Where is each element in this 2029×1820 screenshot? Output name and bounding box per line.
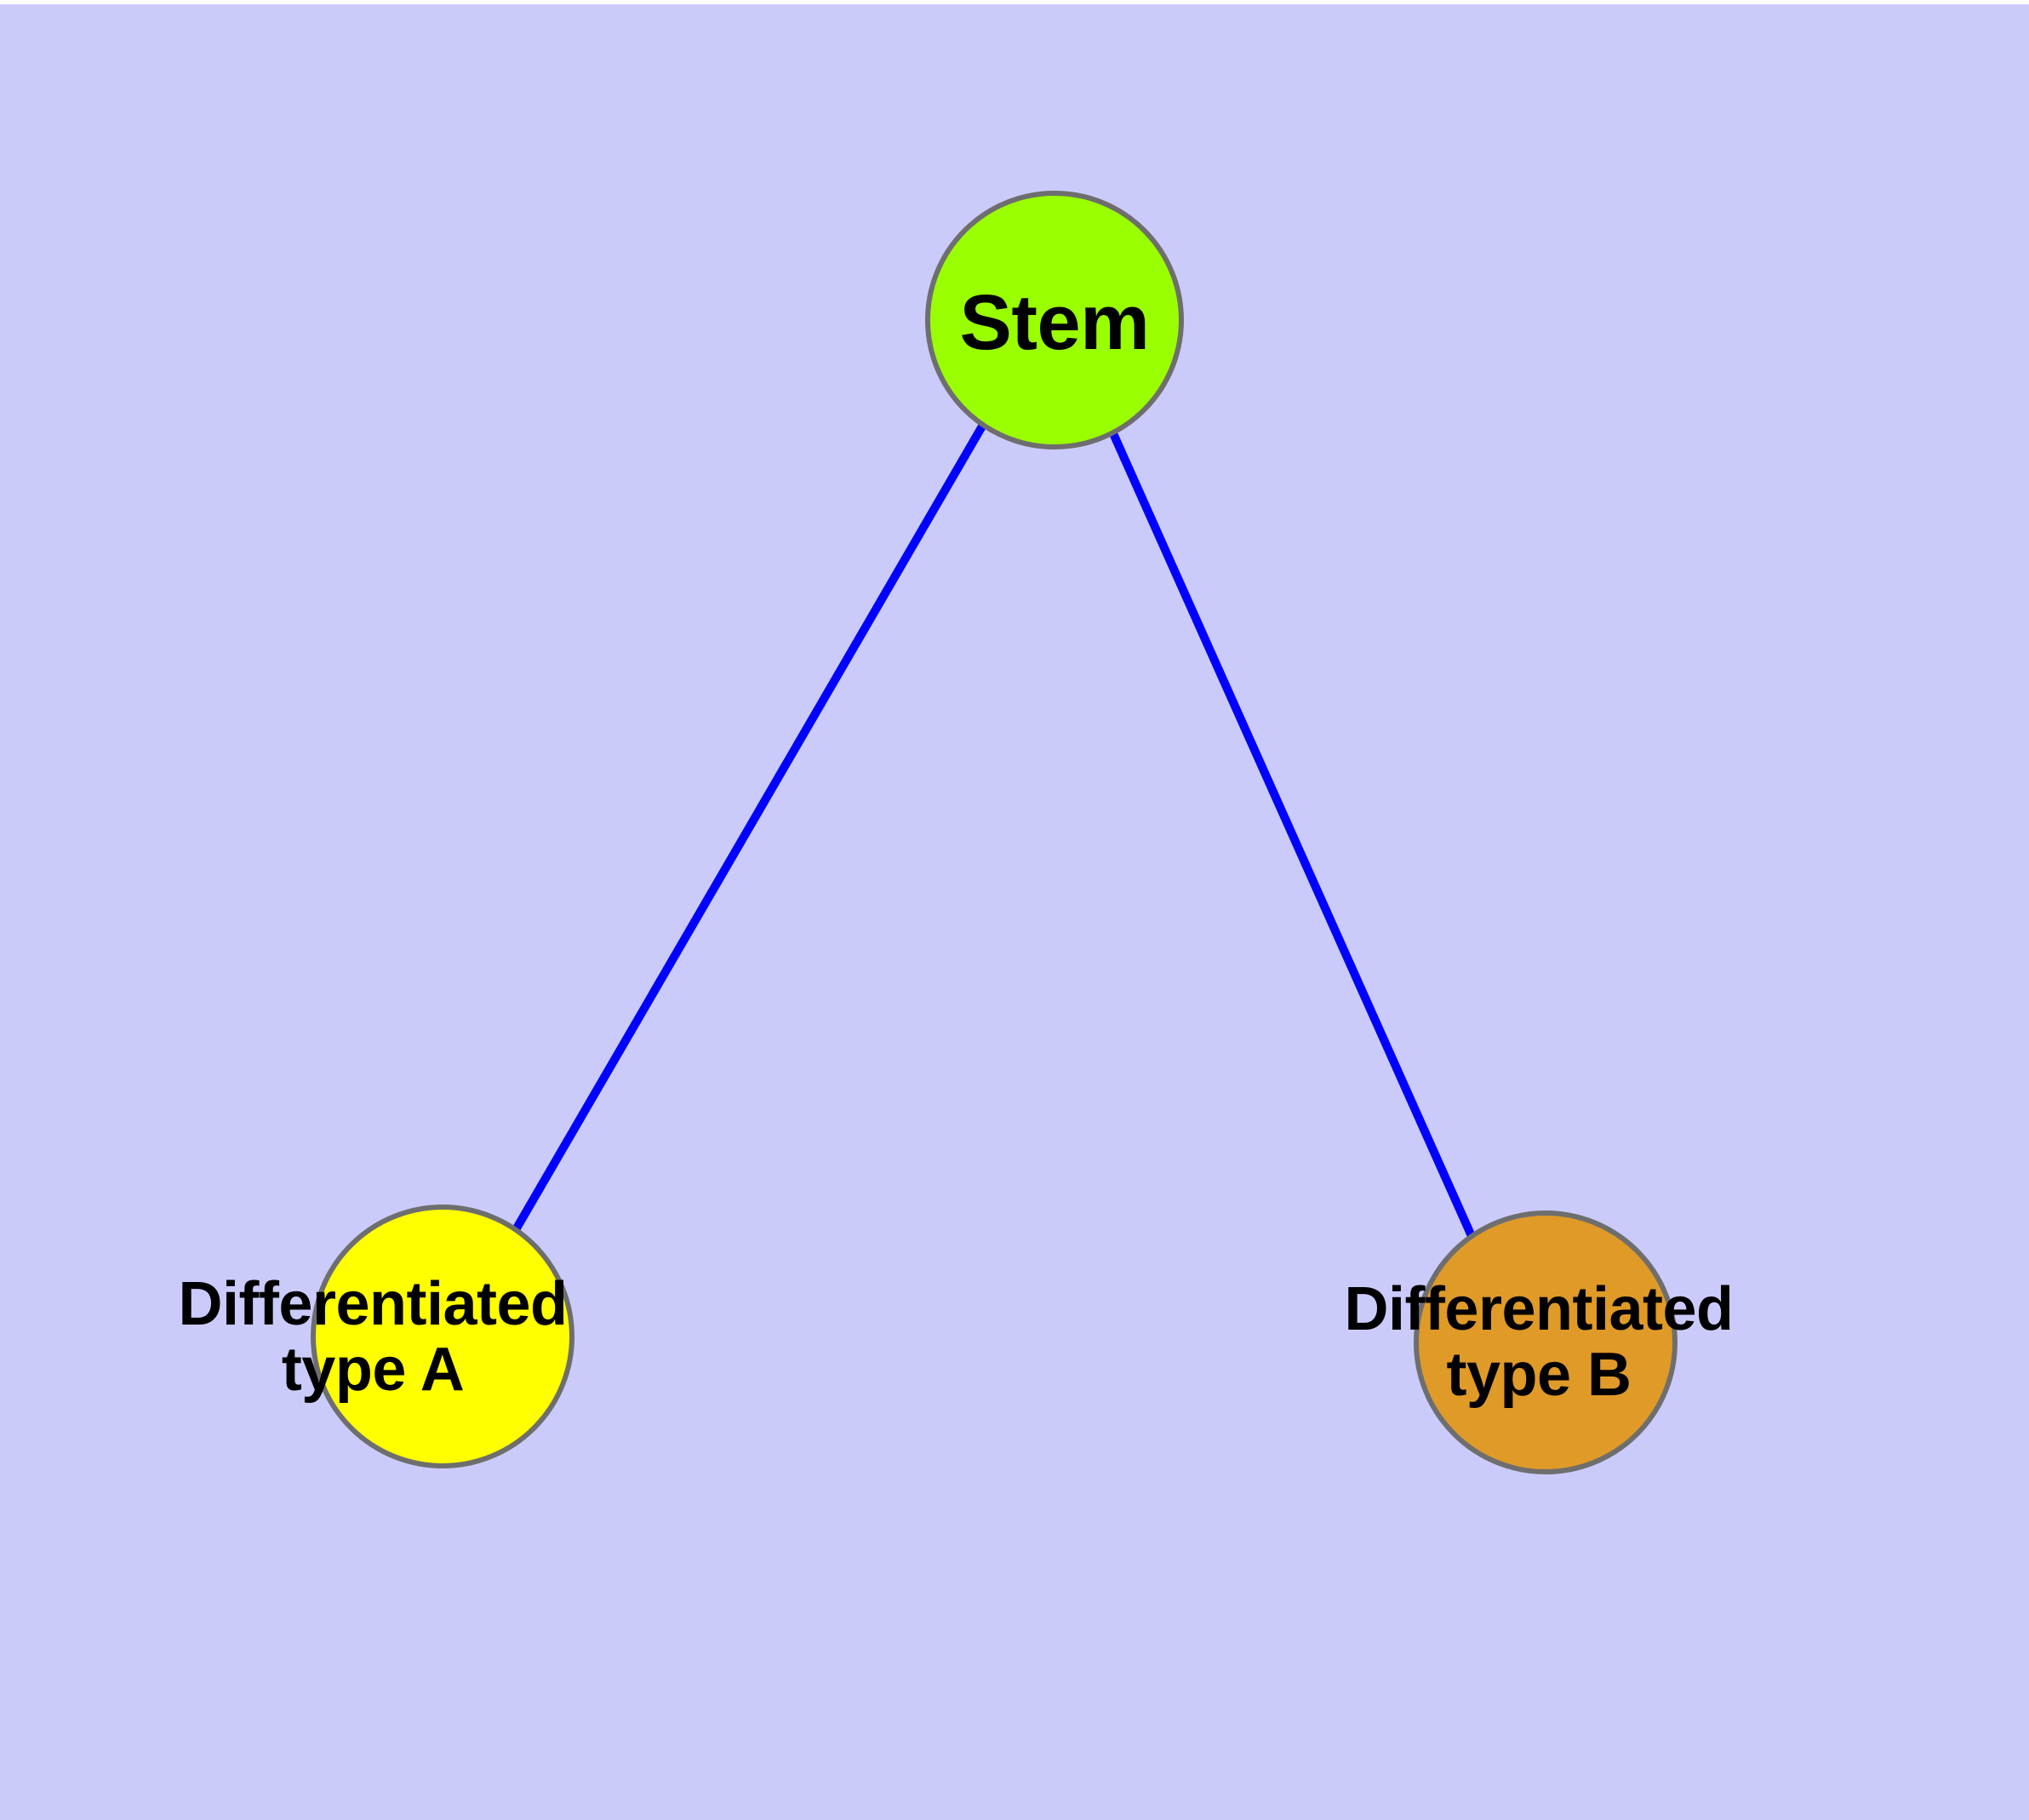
graph-svg: [311, 191, 1677, 1474]
edge-layer: [510, 421, 1476, 1239]
node-circle-diff-a[interactable]: [311, 1205, 574, 1468]
node-circle-diff-b[interactable]: [1414, 1210, 1677, 1474]
node-circle-stem[interactable]: [925, 191, 1184, 449]
edge-stem-to-diff-b[interactable]: [1105, 421, 1476, 1239]
edge-stem-to-diff-a[interactable]: [510, 422, 987, 1235]
node-layer: [311, 191, 1677, 1474]
